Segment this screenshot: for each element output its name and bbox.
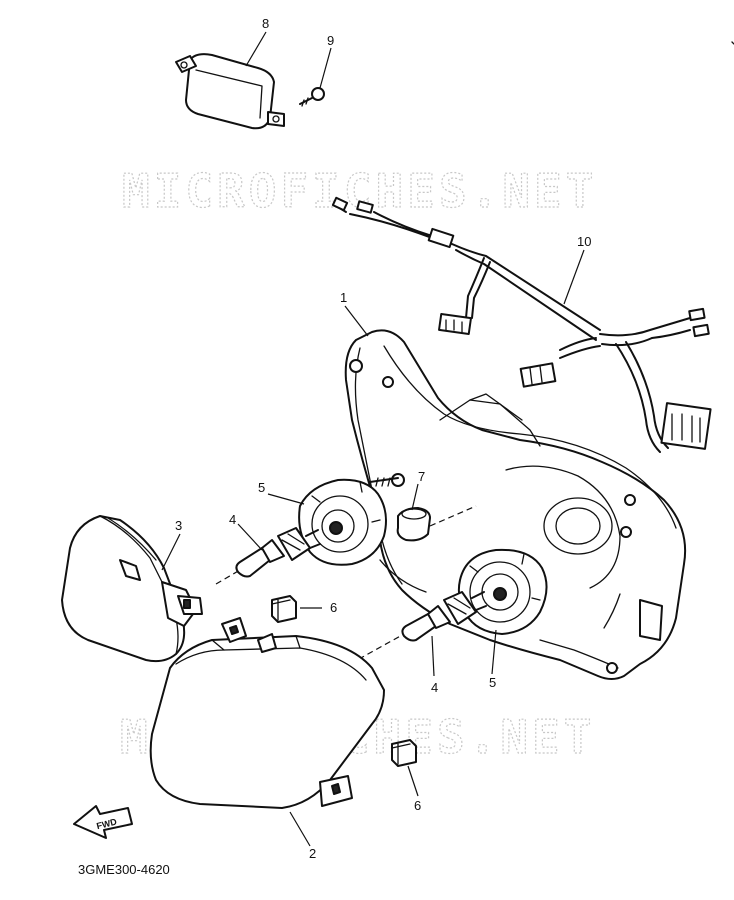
part-1-headlight-housing xyxy=(344,329,687,680)
part-9-screw xyxy=(299,87,325,107)
part-7-cap xyxy=(396,507,431,542)
callout-6-upper: 6 xyxy=(330,600,337,615)
callout-3: 3 xyxy=(175,518,182,533)
part-6-clip-upper xyxy=(271,595,297,623)
callout-4-upper: 4 xyxy=(229,512,236,527)
callout-5-upper: 5 xyxy=(258,480,265,495)
part-5-socket-lower xyxy=(457,548,548,635)
callout-2: 2 xyxy=(309,846,316,861)
callout-7: 7 xyxy=(418,469,425,484)
part-4-bulb-lower xyxy=(401,591,487,642)
part-4-bulb-upper xyxy=(235,527,321,578)
diagram-code: 3GME300-4620 xyxy=(78,862,170,877)
fwd-arrow: FWD xyxy=(73,805,133,839)
leader-lines xyxy=(161,31,585,847)
fwd-label: FWD xyxy=(95,816,118,831)
callout-9: 9 xyxy=(327,33,334,48)
part-6-clip-lower xyxy=(391,739,417,767)
callout-6-lower: 6 xyxy=(414,798,421,813)
part-2-lens-lower xyxy=(149,617,385,809)
part-10-wiring-harness xyxy=(331,196,712,453)
part-5-socket-upper xyxy=(298,478,387,566)
alignment-line-upper xyxy=(215,569,241,585)
callout-5-lower: 5 xyxy=(489,675,496,690)
alignment-line-cap xyxy=(429,505,477,527)
callout-8: 8 xyxy=(262,16,269,31)
part-8-cover xyxy=(175,53,285,130)
callout-10: 10 xyxy=(577,234,591,249)
callout-4-lower: 4 xyxy=(431,680,438,695)
part-3-lens-upper xyxy=(61,515,203,663)
callout-1: 1 xyxy=(340,290,347,305)
